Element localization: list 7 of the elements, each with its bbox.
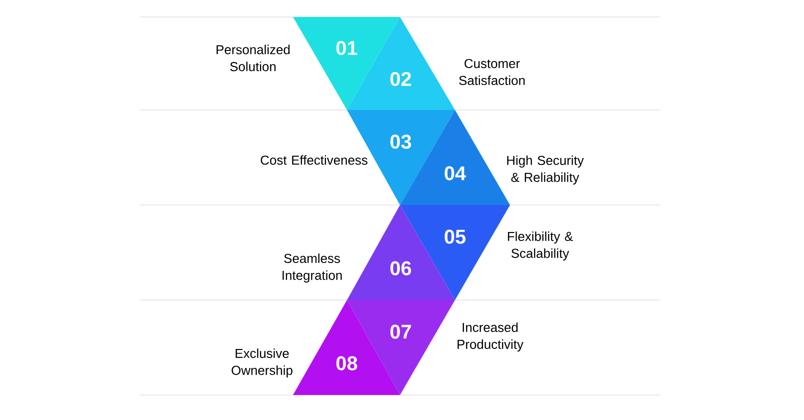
segment-label: Flexibility & Scalability	[508, 231, 573, 260]
segment-label: Customer Satisfaction	[459, 58, 525, 86]
segment-label: Exclusive Ownership	[232, 348, 292, 378]
segment-label: Seamless Integration	[282, 253, 342, 282]
segment-label: Personalized Solution	[216, 44, 290, 72]
segment-label: Increased Productivity	[458, 322, 524, 352]
segment-label: High Security & Reliability	[507, 155, 584, 184]
